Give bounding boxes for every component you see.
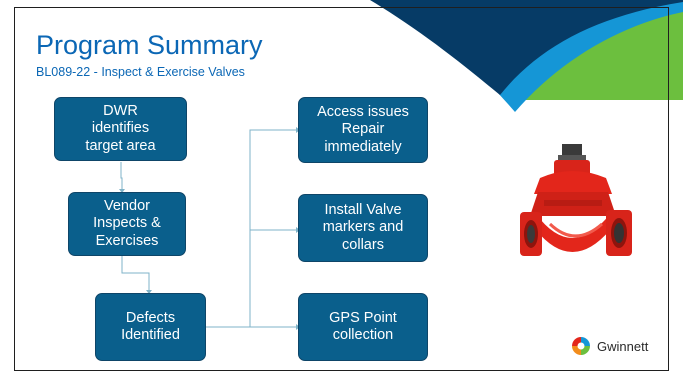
flow-step-label: DWR identifies target area bbox=[85, 102, 156, 154]
flow-step-label: Vendor Inspects & Exercises bbox=[93, 197, 161, 249]
flow-step-dwr-identifies: DWR identifies target area bbox=[54, 97, 187, 161]
gwinnett-logo: Gwinnett bbox=[571, 336, 648, 356]
flow-step-vendor-inspects: Vendor Inspects & Exercises bbox=[68, 192, 186, 256]
flow-step-defects-identified: Defects Identified bbox=[95, 293, 206, 361]
flow-step-label: Install Valve markers and collars bbox=[322, 201, 404, 253]
flow-step-label: Access issues Repair immediately bbox=[317, 103, 409, 155]
page-title: Program Summary bbox=[36, 30, 263, 60]
flow-step-access-issues: Access issues Repair immediately bbox=[298, 97, 428, 163]
flow-step-label: Defects Identified bbox=[121, 309, 180, 344]
slide-frame bbox=[14, 7, 669, 371]
gwinnett-logo-icon bbox=[572, 337, 590, 355]
logo-text: Gwinnett bbox=[597, 338, 649, 354]
flow-step-label: GPS Point collection bbox=[329, 309, 397, 344]
flow-step-install-markers: Install Valve markers and collars bbox=[298, 194, 428, 262]
page-subtitle: BL089-22 - Inspect & Exercise Valves bbox=[36, 65, 245, 79]
gate-valve-icon bbox=[520, 144, 632, 256]
flow-step-gps-point: GPS Point collection bbox=[298, 293, 428, 361]
